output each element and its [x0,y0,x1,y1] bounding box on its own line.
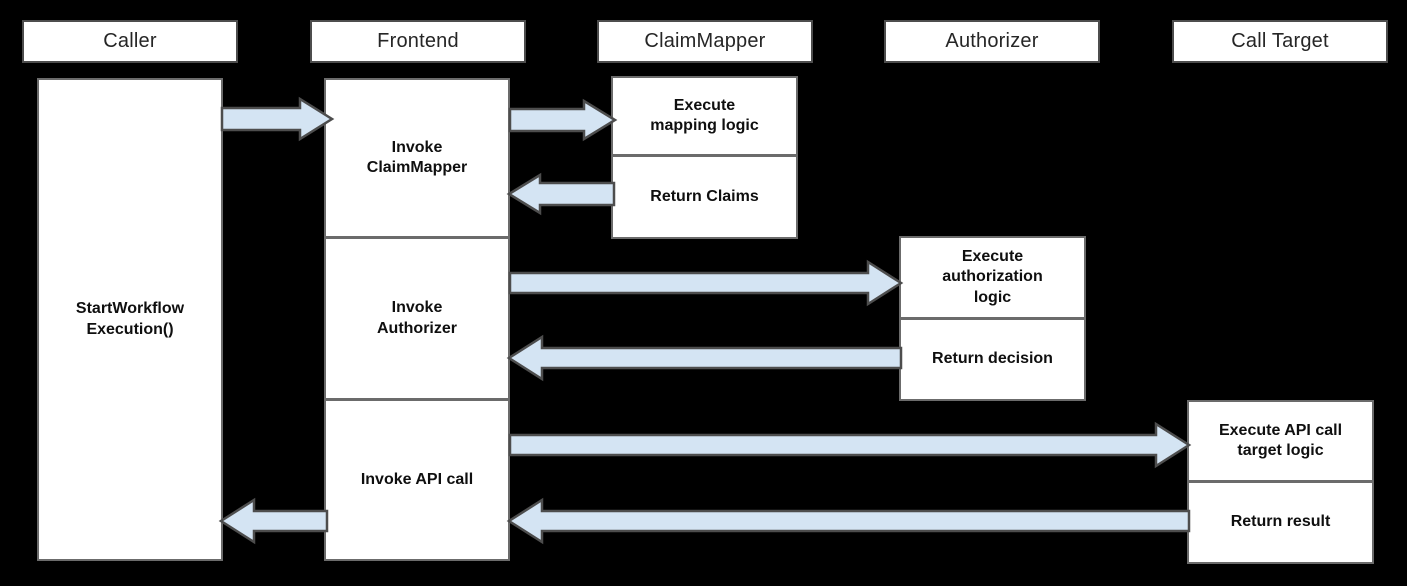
activation-caller-startworkflow[interactable]: StartWorkflow Execution() [37,78,223,561]
participant-header-calltarget[interactable]: Call Target [1172,20,1388,63]
activation-frontend-invoke-api-call[interactable]: Invoke API call [324,399,510,561]
activation-label: Execute authorization logic [942,247,1043,306]
participant-label: Frontend [377,30,459,52]
activation-label: Return Claims [650,187,759,205]
participant-header-claimmapper[interactable]: ClaimMapper [597,20,813,63]
message-arrow-caller-to-frontend[interactable] [220,96,335,142]
participant-header-frontend[interactable]: Frontend [310,20,526,63]
activation-authorizer-return-decision[interactable]: Return decision [899,318,1086,401]
participant-label: Caller [103,30,157,52]
message-arrow-calltarget-to-frontend[interactable] [506,497,1191,545]
activation-authorizer-execute-authorization-logic[interactable]: Execute authorization logic [899,236,1086,319]
message-arrow-claimmapper-to-frontend[interactable] [506,172,616,216]
activation-label: Invoke API call [360,470,474,488]
activation-label: Invoke ClaimMapper [366,138,468,176]
message-arrow-authorizer-to-frontend[interactable] [506,334,903,382]
activation-label: Execute API call target logic [1218,421,1343,459]
participant-label: Call Target [1231,30,1329,52]
message-arrow-frontend-to-claimmapper[interactable] [508,98,618,142]
activation-label: Invoke Authorizer [377,299,457,337]
activation-claimmapper-execute-mapping-logic[interactable]: Execute mapping logic [611,76,798,156]
activation-label: StartWorkflow Execution() [75,300,185,338]
participant-label: ClaimMapper [644,30,766,52]
activation-calltarget-execute-api-call-target-logic[interactable]: Execute API call target logic [1187,400,1374,482]
message-arrow-frontend-to-calltarget[interactable] [508,421,1192,469]
participant-label: Authorizer [945,30,1039,52]
activation-label: Execute mapping logic [650,96,759,134]
activation-label: Return result [1230,513,1331,531]
activation-calltarget-return-result[interactable]: Return result [1187,481,1374,564]
participant-header-caller[interactable]: Caller [22,20,238,63]
activation-frontend-invoke-authorizer[interactable]: Invoke Authorizer [324,237,510,400]
activation-label: Return decision [932,350,1053,368]
activation-claimmapper-return-claims[interactable]: Return Claims [611,155,798,239]
participant-header-authorizer[interactable]: Authorizer [884,20,1100,63]
activation-frontend-invoke-claimmapper[interactable]: Invoke ClaimMapper [324,78,510,238]
message-arrow-frontend-to-caller[interactable] [218,497,329,545]
message-arrow-frontend-to-authorizer[interactable] [508,259,904,307]
